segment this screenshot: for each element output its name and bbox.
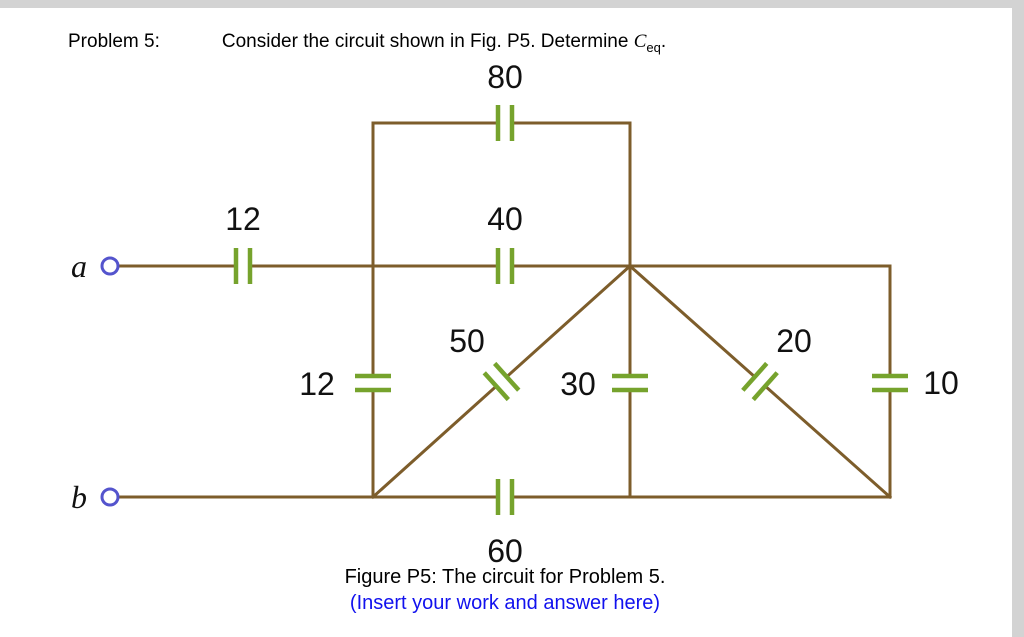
capacitor-gap bbox=[626, 376, 634, 390]
capacitor-80 bbox=[495, 105, 515, 141]
capacitor-plate bbox=[482, 371, 511, 402]
capacitor-60-value: 60 bbox=[487, 533, 523, 569]
capacitor-12-left-value: 12 bbox=[299, 366, 335, 402]
capacitor-gap bbox=[498, 119, 512, 127]
capacitor-gap bbox=[498, 493, 512, 501]
terminal-a-label: a bbox=[71, 248, 87, 284]
capacitor-12-top bbox=[233, 248, 253, 284]
capacitor-gap bbox=[498, 262, 512, 270]
figure-caption-text: Figure P5: The circuit for Problem 5. bbox=[344, 566, 666, 588]
scrollbar-track[interactable] bbox=[1012, 0, 1024, 637]
capacitor-gap bbox=[369, 376, 377, 390]
problem-statement: Problem 5: Consider the circuit shown in … bbox=[68, 31, 666, 55]
capacitor-80-value: 80 bbox=[487, 59, 523, 95]
capacitor-12-top-value: 12 bbox=[225, 201, 261, 237]
window-top-edge bbox=[0, 0, 1024, 8]
insert-answer-note: (Insert your work and answer here) bbox=[349, 592, 661, 614]
capacitor-30-value: 30 bbox=[560, 366, 596, 402]
capacitor-gap bbox=[236, 262, 250, 270]
terminal-b-label: b bbox=[71, 479, 87, 515]
capacitor-40 bbox=[495, 248, 515, 284]
ceq-symbol: C bbox=[633, 31, 647, 52]
capacitor-40-value: 40 bbox=[487, 201, 523, 237]
capacitor-plate bbox=[751, 371, 779, 402]
capacitor-50-value: 50 bbox=[449, 323, 485, 359]
terminal-a-node bbox=[100, 256, 120, 276]
problem-text: Consider the circuit shown in Fig. P5. D… bbox=[221, 31, 667, 55]
capacitor-60 bbox=[495, 479, 515, 515]
terminal-b-node bbox=[100, 487, 120, 507]
capacitor-12-left bbox=[355, 373, 391, 393]
capacitor-plate bbox=[741, 361, 769, 392]
capacitor-10 bbox=[872, 373, 908, 393]
capacitor-30 bbox=[612, 373, 648, 393]
problem-label: Problem 5: bbox=[68, 31, 160, 52]
capacitor-gap bbox=[886, 376, 894, 390]
problem-text-prefix: Consider the circuit shown in Fig. P5. D… bbox=[221, 31, 634, 52]
ceq-subscript: eq bbox=[646, 39, 661, 55]
capacitor-20-value: 20 bbox=[776, 323, 812, 359]
capacitor-plate bbox=[492, 361, 521, 392]
problem-text-suffix: . bbox=[660, 31, 667, 52]
capacitor-20 bbox=[741, 361, 779, 402]
capacitor-50 bbox=[482, 361, 521, 402]
figure-caption: Figure P5: The circuit for Problem 5. (I… bbox=[0, 566, 1010, 615]
capacitor-10-value: 10 bbox=[923, 365, 959, 401]
